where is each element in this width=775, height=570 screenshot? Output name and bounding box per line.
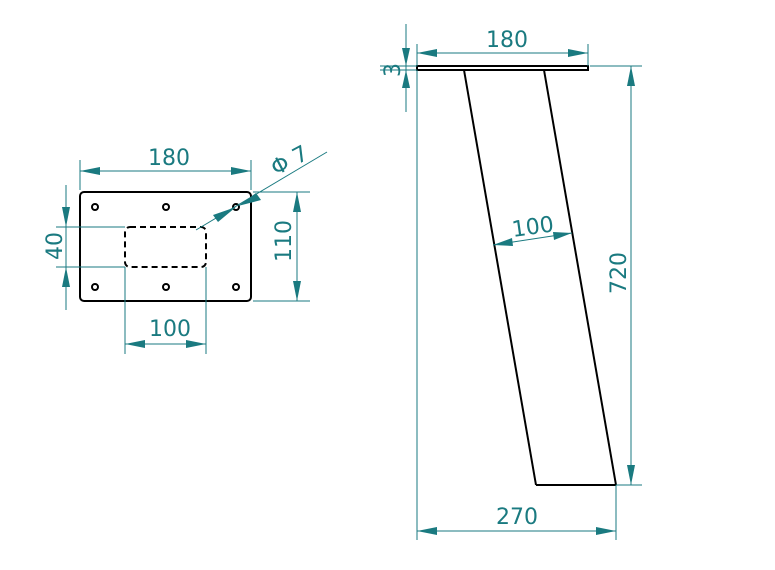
plate-width-label: 180 <box>148 146 190 171</box>
hole-diameter-label: Φ 7 <box>267 141 313 181</box>
leg-back-edge <box>543 69 617 486</box>
mounting-holes <box>91 203 240 291</box>
cutout-height-label: 40 <box>43 232 68 260</box>
cutout-width-label: 100 <box>149 317 191 342</box>
cutout-hidden-outline <box>124 226 207 268</box>
plate-height-label: 110 <box>272 220 297 262</box>
leg-front-edge <box>463 69 537 486</box>
thickness-label: 3 <box>381 63 406 77</box>
bottom-width-label: 270 <box>496 505 538 530</box>
height-label: 720 <box>607 252 632 294</box>
plate-view: 180 110 40 100 Φ 7 <box>43 141 328 354</box>
side-view: 180 3 720 100 270 <box>380 24 642 540</box>
leg-width-label: 100 <box>510 212 555 243</box>
plate-outline <box>79 191 252 302</box>
top-width-label: 180 <box>486 28 528 53</box>
top-plate <box>416 65 589 71</box>
